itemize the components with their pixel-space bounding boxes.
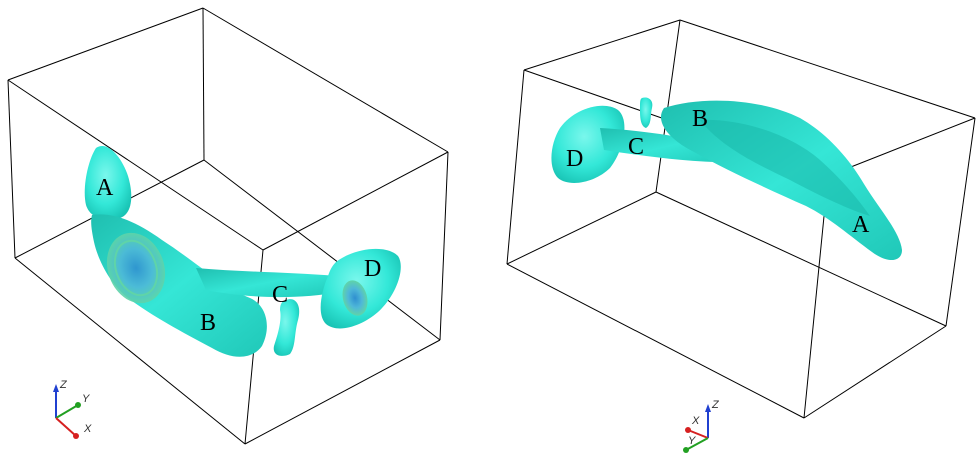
left-band-b-core-outline (113, 239, 159, 297)
left-label-a: A (96, 175, 114, 201)
left-lobe-d-core (342, 280, 368, 316)
left-label-d: D (364, 256, 381, 282)
right-axis-z-label: Z (711, 399, 720, 411)
left-bounding-box (7, 7, 449, 445)
right-label-d: D (566, 146, 583, 172)
right-axis-y-label: Y (688, 435, 696, 447)
right-label-c: C (628, 134, 644, 160)
right-axis-x-label: X (691, 415, 700, 427)
left-axis-z-label: Z (59, 379, 68, 391)
left-axis-y-label: Y (82, 393, 90, 405)
left-view: A B C D Z Y X (7, 7, 449, 445)
left-stem-c (273, 299, 300, 356)
left-band-b-core (106, 232, 166, 304)
left-axis-x-label: X (83, 423, 92, 435)
left-tube-bc (196, 268, 340, 298)
right-body-b-shade (700, 119, 870, 216)
right-bounding-box (506, 19, 976, 419)
left-label-b: B (200, 310, 216, 336)
left-label-c: C (272, 282, 288, 308)
right-axis-triad: Z X Y (683, 399, 720, 453)
right-label-a: A (852, 212, 870, 238)
right-lobe-d (551, 105, 625, 183)
left-lobe-a (84, 146, 132, 220)
right-label-b: B (692, 106, 708, 132)
left-axis-triad: Z Y X (53, 379, 92, 439)
right-spike-c (640, 97, 653, 128)
right-view: A B C D Z X Y (506, 19, 976, 453)
